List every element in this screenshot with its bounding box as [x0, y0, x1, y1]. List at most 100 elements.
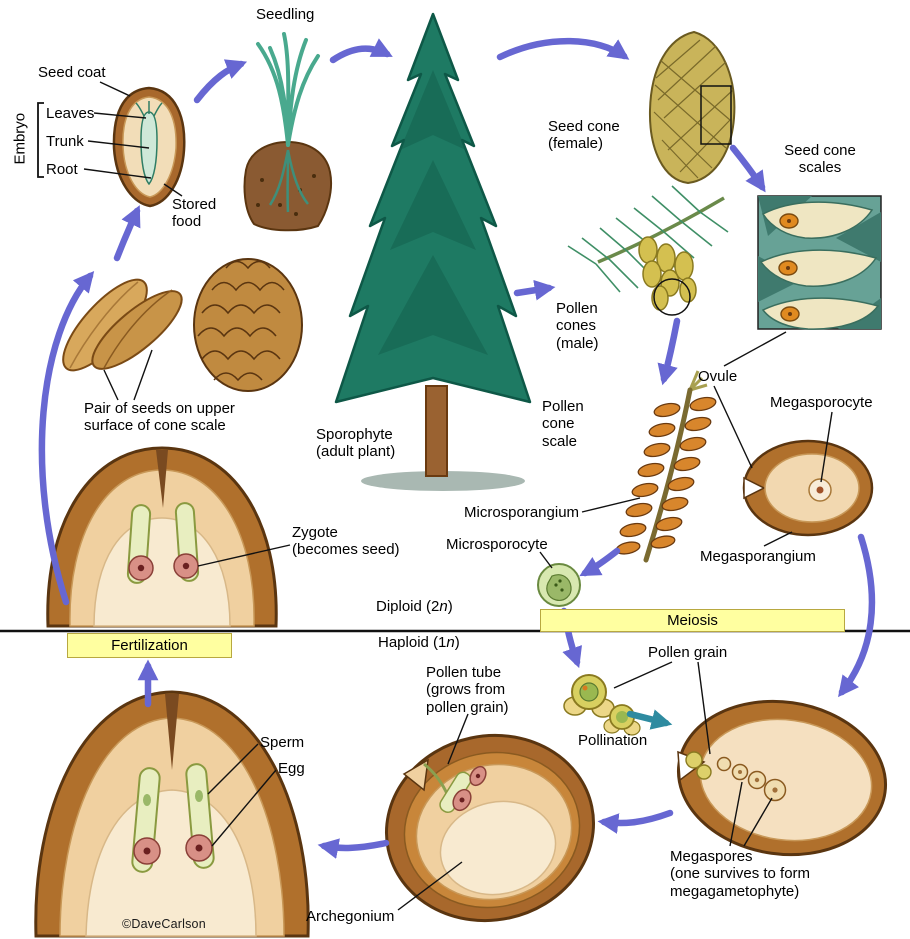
label-leaves: Leaves: [46, 105, 95, 122]
leader-zygote: [197, 544, 291, 567]
label-stored-food: Stored food: [172, 196, 217, 231]
label-pollen-cone-scale: Pollen cone scale: [542, 398, 584, 450]
label-microsporangium: Microsporangium: [464, 504, 580, 521]
zoom-circle: [653, 278, 691, 316]
label-pollen-tube: Pollen tube (grows from pollen grain): [426, 664, 509, 716]
diploid-text: Diploid (2: [376, 598, 440, 615]
small-cone-illustration: [193, 258, 303, 392]
label-megasporangium: Megasporangium: [700, 548, 816, 565]
leader-megasporangium: [763, 531, 793, 547]
label-ovule: Ovule: [698, 368, 738, 385]
pollen-grain-at-micropyle: [696, 764, 712, 780]
micropyle-notch: [402, 758, 429, 792]
label-sporophyte: Sporophyte (adult plant): [316, 426, 396, 461]
leader-archegonium: [397, 861, 463, 911]
leader-megaspores: [729, 781, 773, 847]
microsporocyte-illustration: [537, 563, 581, 607]
arrow-pollination: [626, 709, 673, 730]
megasporangium-illustration: [742, 439, 874, 537]
micropyle-channel: [156, 450, 168, 508]
pollen-branch-illustration: [567, 185, 729, 316]
meiosis-stage-box: Meiosis: [540, 609, 845, 632]
label-root: Root: [46, 161, 78, 178]
fertilization-stage-box: Fertilization: [67, 633, 232, 658]
label-egg: Egg: [278, 760, 305, 777]
arrow-scale-to-microsporocyte: [579, 547, 621, 577]
leader-root: [83, 168, 152, 179]
label-embryo: Embryo: [11, 112, 29, 165]
leader-seed-coat: [99, 81, 131, 97]
label-pollination: Pollination: [578, 732, 648, 749]
label-diploid: Diploid (2n): [376, 598, 453, 615]
leader-lines: [37, 81, 833, 911]
label-seed-coat: Seed coat: [38, 64, 106, 81]
label-pollen-grain: Pollen grain: [648, 644, 728, 661]
leader-ovule-to-box: [723, 331, 787, 367]
label-sperm: Sperm: [260, 734, 305, 751]
embryo-bracket: [37, 102, 44, 178]
zoom-rectangle: [700, 85, 732, 145]
haploid-n: n: [446, 634, 455, 651]
sperm-cell: [143, 794, 151, 806]
fertilization-ovule-illustration: [34, 690, 310, 938]
leader-stored-food: [163, 183, 183, 197]
leader-egg: [211, 769, 277, 847]
label-zygote: Zygote (becomes seed): [292, 524, 400, 559]
diploid-n: n: [439, 598, 448, 615]
pollen-grains-illustration: [563, 674, 641, 736]
arrow-pollen-cones-to-scale: [657, 317, 681, 386]
seed-pair-illustration: [62, 258, 303, 392]
label-seed-cone: Seed cone (female): [548, 118, 620, 153]
micropyle-notch: [743, 476, 766, 500]
arrow-seedling-to-tree: [329, 38, 393, 64]
label-megaspores: Megaspores (one survives to form megagam…: [670, 848, 811, 900]
leader-pollen-grain: [613, 661, 711, 755]
diploid-paren: ): [447, 598, 453, 615]
archegonium-ovule-illustration: [384, 733, 596, 923]
haploid-paren: ): [454, 634, 460, 651]
leader-pair-of-seeds: [103, 349, 153, 401]
label-megasporocyte: Megasporocyte: [770, 394, 873, 411]
pollinated-ovule-illustration: [676, 699, 888, 857]
arrow-zygote-to-seeds: [38, 271, 95, 606]
arrow-meiosis-to-megaspores: [838, 533, 876, 698]
meiosis-stage-label: Meiosis: [667, 612, 718, 629]
label-trunk: Trunk: [46, 133, 84, 150]
arrow-tree-to-seed-cone: [496, 37, 630, 61]
sperm-cell: [195, 790, 203, 802]
fertilization-stage-label: Fertilization: [111, 637, 188, 654]
label-haploid: Haploid (1n): [378, 634, 460, 651]
arrow-ovule-to-archegonium: [597, 809, 674, 834]
seed-illustration: [112, 86, 186, 208]
copyright-credit: ©DaveCarlson: [122, 917, 206, 931]
arrow-seeds-to-seed: [113, 205, 141, 262]
arrow-seed-to-seedling: [193, 59, 248, 104]
pine-tree-illustration: [334, 12, 532, 491]
leader-sperm: [207, 743, 259, 795]
arrow-archegonium-to-fertilization-ovule: [317, 838, 390, 859]
leader-ovule-to-megasporangium: [713, 385, 753, 469]
leader-microsporangium: [581, 497, 641, 513]
seed-cone-illustration: [648, 30, 736, 185]
zygote-ovule-illustration: [46, 446, 278, 628]
haploid-text: Haploid (1: [378, 634, 447, 651]
label-pollen-cones: Pollen cones (male): [556, 300, 599, 352]
label-microsporocyte: Microsporocyte: [446, 536, 548, 553]
leader-pollen-tube: [447, 713, 469, 765]
label-archegonium: Archegonium: [306, 908, 395, 925]
arrow-tree-to-pollen-cones: [513, 279, 556, 301]
leader-microsporocyte: [539, 551, 553, 569]
pollen-grain-at-micropyle: [685, 751, 703, 769]
label-seed-cone-scales: Seed cone scales: [784, 142, 856, 177]
pollen-cone-scale-illustration: [615, 370, 717, 563]
leader-trunk: [87, 140, 150, 149]
leader-leaves: [93, 112, 147, 119]
arrow-cone-to-scales: [729, 144, 766, 193]
seedling-illustration: [243, 32, 332, 232]
micropyle-channel: [165, 694, 179, 770]
label-pair-of-seeds: Pair of seeds on upper surface of cone s…: [84, 400, 235, 435]
label-seedling: Seedling: [256, 6, 315, 23]
leader-megasporocyte: [820, 411, 833, 483]
